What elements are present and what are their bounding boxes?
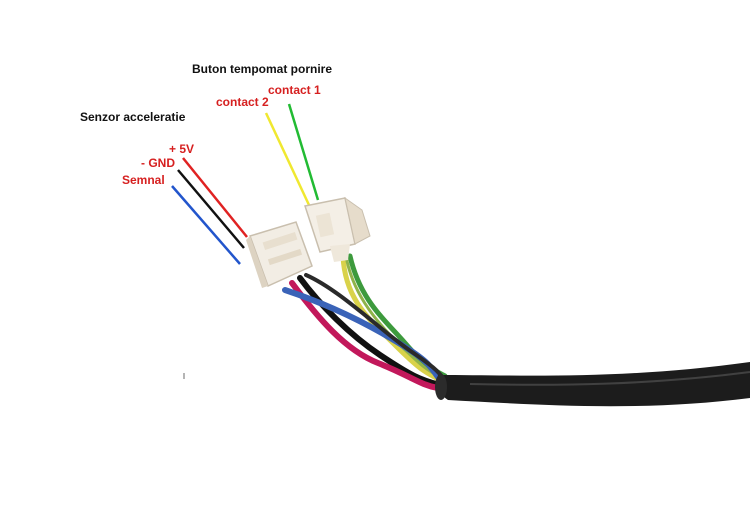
cable-jacket	[435, 362, 750, 407]
button-connector	[304, 196, 371, 262]
sensor-wires	[282, 273, 448, 391]
plus-5v-label: + 5V	[169, 142, 195, 156]
minus-gnd-label: - GND	[141, 156, 175, 170]
guide-line-5v	[182, 157, 248, 238]
stray-mark	[183, 373, 185, 379]
guide-line-gnd	[177, 169, 245, 249]
contact-1-label: contact 1	[268, 83, 321, 97]
sensor-connector	[246, 221, 313, 288]
contact-2-label: contact 2	[216, 95, 269, 109]
signal-label: Semnal	[122, 173, 165, 187]
button-title-label: Buton tempomat pornire	[192, 62, 332, 76]
guide-line-contact-1	[287, 103, 320, 201]
guide-line-semnal	[171, 185, 241, 265]
button-guide-lines	[264, 103, 320, 206]
guide-line-contact-2	[264, 112, 311, 206]
sensor-title-label: Senzor acceleratie	[80, 110, 186, 124]
sensor-guide-lines	[171, 157, 248, 265]
